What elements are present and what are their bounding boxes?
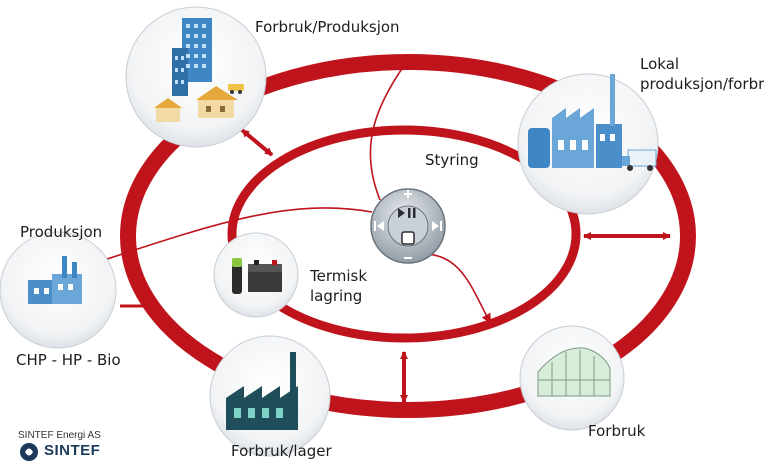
label-produksjon: Produksjon: [20, 223, 103, 241]
node-forbruk-greenhouse: [519, 325, 625, 431]
play-pause-icon: [398, 208, 416, 218]
houses-icon: [154, 86, 238, 122]
office-tower-icon: [172, 18, 212, 96]
company-credit: SINTEF Energi AS: [18, 430, 101, 441]
truck-icon: [622, 149, 657, 171]
label-lokal-line1: Lokal: [640, 55, 680, 73]
label-termisk-line1: Termisk: [310, 267, 368, 285]
warehouse-icon: [226, 352, 298, 430]
node-forbruk-produksjon: [125, 6, 267, 148]
minus-icon: [404, 257, 412, 259]
label-forbruk-lager: Forbruk/lager: [231, 442, 332, 460]
brand-name: SINTEF: [44, 442, 101, 459]
car-icon: [228, 84, 244, 94]
label-termisk-line2: lagring: [310, 287, 363, 305]
plus-icon: [404, 190, 412, 198]
control-pad: [370, 188, 446, 264]
greenhouse-icon: [537, 347, 611, 397]
label-forbruk-produksjon: Forbruk/Produksjon: [255, 18, 400, 36]
skip-back-icon: [374, 221, 384, 231]
label-chp: CHP - HP - Bio: [16, 351, 121, 369]
inner-ring: [227, 125, 581, 343]
connector-top-left-arrow: [240, 128, 274, 157]
label-styring: Styring: [425, 151, 479, 169]
control-curve-left: [96, 207, 373, 265]
node-termisk-lagring: [213, 232, 299, 318]
node-lokal-produksjon: [517, 73, 659, 215]
label-forbruk: Forbruk: [588, 422, 646, 440]
sintef-logo-icon: [20, 443, 38, 461]
node-forbruk-lager: [209, 335, 331, 457]
control-curve-down: [419, 253, 491, 324]
skip-forward-icon: [432, 221, 442, 231]
stop-icon: [401, 231, 415, 245]
control-curve-up: [369, 58, 410, 201]
factory-icon: [528, 74, 622, 168]
node-produksjon-chp: [0, 231, 117, 349]
battery-icon: [232, 258, 282, 294]
power-plant-icon: [28, 256, 82, 304]
label-lokal-line2: produksjon/forbruk: [640, 75, 764, 93]
